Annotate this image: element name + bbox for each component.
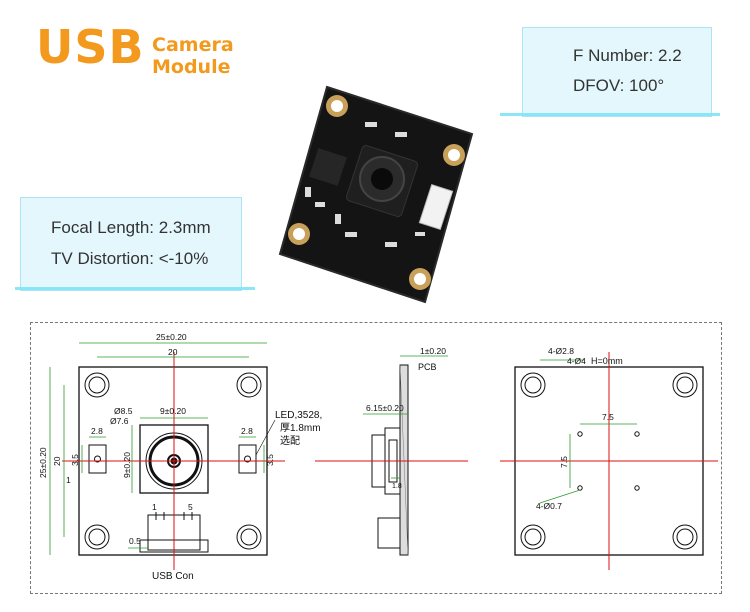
back-hole-note-2: 4-Ø4 xyxy=(567,356,586,366)
dim-small-1: 1 xyxy=(66,475,71,485)
glow-line-right xyxy=(500,113,720,116)
dim-pcb-thickness: 1±0.20 xyxy=(420,346,446,356)
back-centerlines xyxy=(500,352,718,570)
logo-module-text: Module xyxy=(152,56,231,78)
pcb-label: PCB xyxy=(418,362,437,372)
logo-camera-module: Camera Module xyxy=(152,34,234,78)
h-note: H=0mm xyxy=(591,356,623,366)
spec-panel-right xyxy=(522,27,712,117)
back-hole-note: 4-Ø2.8 xyxy=(548,346,574,356)
dim-small-05: 0.5 xyxy=(129,536,141,546)
dim-led-height: 3.5 xyxy=(70,454,80,466)
front-dimensions xyxy=(49,342,267,555)
pin-5-label: 5 xyxy=(188,502,193,512)
side-dimensions xyxy=(363,355,448,479)
dim-hole-spacing-v: 20 xyxy=(52,456,62,466)
back-dimensions xyxy=(539,359,637,504)
dfov-text: DFOV: 100° xyxy=(573,76,665,95)
logo-camera-text: Camera xyxy=(152,34,234,56)
dim-lens-dia: Ø8.5 xyxy=(114,406,133,416)
dim-side-small: 1.8 xyxy=(392,483,402,490)
led-leader-line xyxy=(255,419,276,456)
technical-drawing-frame xyxy=(30,322,722,594)
camera-module-photo xyxy=(278,85,474,304)
pin-1-label: 1 xyxy=(152,502,157,512)
glow-line-left xyxy=(15,287,255,290)
dim-led-width-right: 2.8 xyxy=(241,426,253,436)
dim-hole-spacing: 20 xyxy=(168,347,178,357)
usb-con-label: USB Con xyxy=(152,571,194,582)
led-note-line2: 厚1.8mm xyxy=(280,422,321,434)
led-note-line3: 选配 xyxy=(280,434,300,447)
front-centerlines xyxy=(62,352,285,570)
side-view xyxy=(371,364,409,556)
tv-distortion-text: TV Distortion: <-10% xyxy=(51,249,209,268)
dim-lens-width: 9±0.20 xyxy=(160,406,186,416)
led-note-line1: LED,3528, xyxy=(275,410,322,421)
dim-led-height-right: 3.5 xyxy=(265,454,275,466)
dim-lens-inner: Ø7.6 xyxy=(110,416,129,426)
dim-led-width: 2.8 xyxy=(91,426,103,436)
dim-side-height: 6.15±0.20 xyxy=(366,403,404,413)
small-holes-note: 4-Ø0.7 xyxy=(536,501,562,511)
spec-panel-left xyxy=(20,197,242,291)
dim-pitch-v: 7.5 xyxy=(559,456,569,468)
focal-length-text: Focal Length: 2.3mm xyxy=(51,218,211,237)
logo-usb: USB xyxy=(36,20,145,74)
dim-total-height: 25±0.20 xyxy=(38,447,48,478)
dim-lens-height: 9±0.20 xyxy=(122,452,132,478)
dim-pitch-h: 7.5 xyxy=(602,412,614,422)
dim-total-width: 25±0.20 xyxy=(156,332,187,342)
f-number-text: F Number: 2.2 xyxy=(573,46,682,65)
